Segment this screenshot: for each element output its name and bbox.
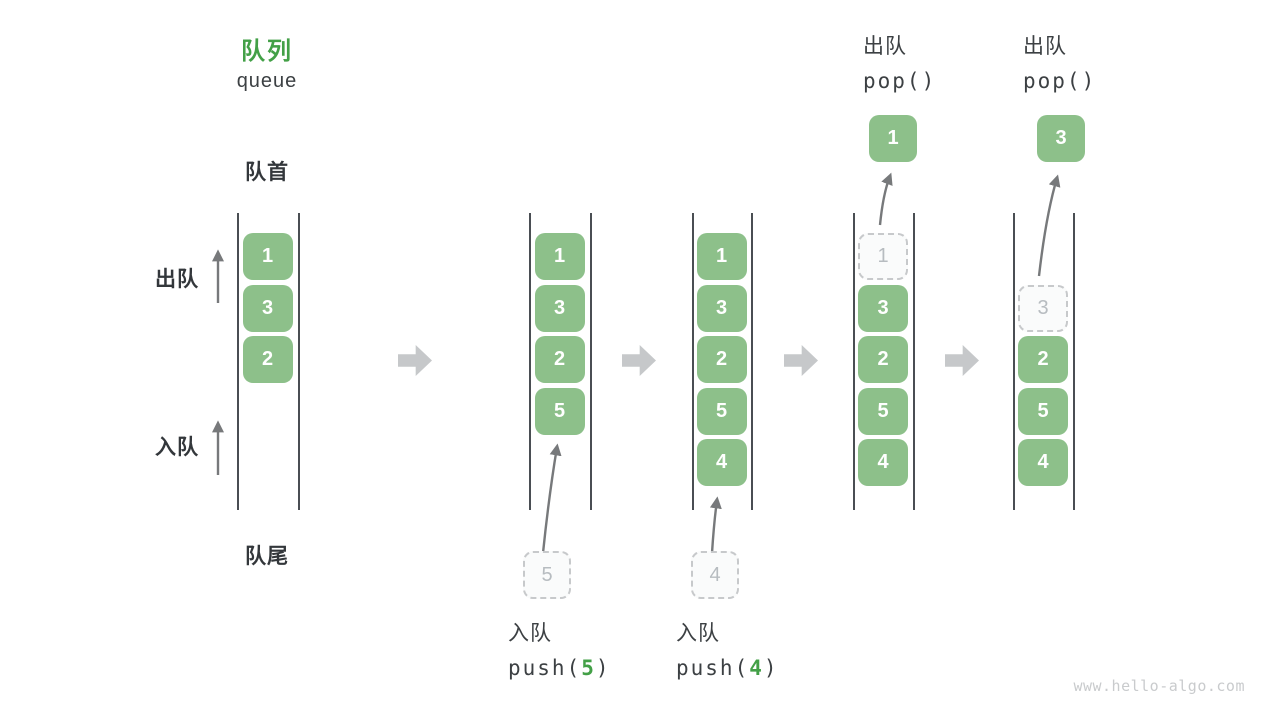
- queue-cell: 2: [242, 336, 293, 383]
- dequeue-op-code: pop(): [863, 69, 937, 93]
- queue-wall-line: [1013, 213, 1015, 510]
- dequeue-arrow-state4: [878, 172, 893, 226]
- queue-cell: 3: [696, 284, 747, 332]
- enqueue-op-title: 入队: [508, 622, 552, 645]
- queue-cell: 5: [858, 387, 908, 435]
- queue-cell: 2: [858, 336, 908, 383]
- queue-cell: 2: [534, 336, 585, 383]
- enqueue-side-label: 入队: [155, 436, 199, 459]
- dequeue-op-code: pop(): [1023, 69, 1097, 93]
- code-arg: 5: [581, 656, 596, 680]
- queue-wall-line: [692, 213, 694, 510]
- popped-cell: 3: [1037, 115, 1085, 162]
- dequeue-op-title: 出队: [1023, 35, 1067, 58]
- queue-cell: 4: [1018, 439, 1068, 486]
- queue-wall-line: [529, 213, 531, 510]
- staging-cell: 5: [523, 551, 571, 599]
- queue-wall-line: [590, 213, 592, 510]
- dequeue-op-title: 出队: [863, 35, 907, 58]
- queue-wall-line: [1073, 213, 1075, 510]
- queue-cell: 3: [858, 284, 908, 332]
- code-suffix: ): [595, 656, 611, 680]
- queue-cell-dashed: 3: [1018, 284, 1068, 332]
- code-suffix: ): [763, 656, 779, 680]
- queue-cell: 1: [242, 233, 293, 280]
- queue-cell: 2: [696, 336, 747, 383]
- queue-cell: 3: [534, 284, 585, 332]
- queue-cell: 1: [534, 233, 585, 280]
- queue-wall-line: [913, 213, 915, 510]
- popped-cell: 1: [869, 115, 917, 162]
- queue-cell: 5: [1018, 387, 1068, 435]
- queue-rear-label: 队尾: [245, 545, 289, 568]
- dequeue-side-label: 出队: [155, 268, 199, 291]
- enqueue-op-code: push(5): [508, 656, 611, 680]
- queue-cell: 3: [242, 284, 293, 332]
- enqueue-op-title: 入队: [676, 622, 720, 645]
- queue-wall-line: [298, 213, 300, 510]
- code-prefix: push(: [508, 656, 582, 680]
- enqueue-arrow-state3: [709, 496, 722, 554]
- code-arg: 4: [749, 656, 764, 680]
- staging-cell: 4: [691, 551, 739, 599]
- queue-cell: 4: [696, 439, 747, 486]
- queue-wall-line: [237, 213, 239, 510]
- queue-front-label: 队首: [245, 161, 289, 184]
- dequeue-operation-1: 出队 pop(): [863, 30, 936, 93]
- dequeue-operation-2: 出队 pop(): [1023, 30, 1096, 93]
- queue-cell: 1: [696, 233, 747, 280]
- enqueue-arrow-state2: [541, 443, 562, 554]
- queue-cell: 2: [1018, 336, 1068, 383]
- page-title: 队列: [241, 38, 293, 65]
- enqueue-operation-4: 入队 push(4): [676, 617, 779, 680]
- queue-cell-dashed: 1: [858, 233, 908, 280]
- queue-wall-line: [751, 213, 753, 510]
- queue-cell: 5: [696, 387, 747, 435]
- queue-cell: 5: [534, 387, 585, 435]
- site-watermark: www.hello-algo.com: [1073, 677, 1245, 695]
- code-prefix: push(: [676, 656, 750, 680]
- dequeue-arrow-state5: [1037, 174, 1061, 277]
- queue-wall-line: [853, 213, 855, 510]
- page-subtitle: queue: [236, 70, 298, 92]
- enqueue-op-code: push(4): [676, 656, 779, 680]
- enqueue-operation-5: 入队 push(5): [508, 617, 611, 680]
- queue-cell: 4: [858, 439, 908, 486]
